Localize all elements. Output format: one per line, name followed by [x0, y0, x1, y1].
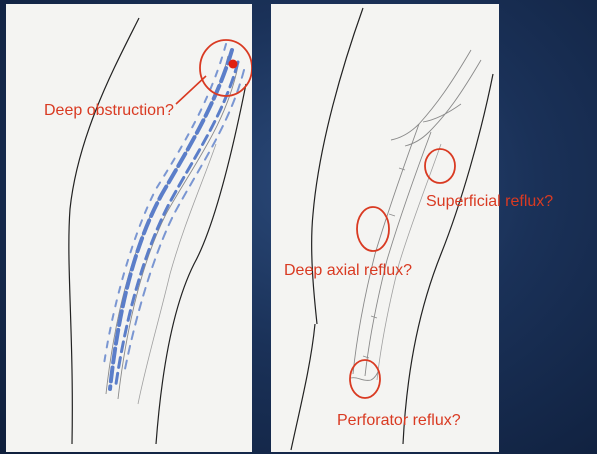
deep-axial-reflux-label: Deep axial reflux?	[284, 262, 412, 280]
superficial-vein-branch-2	[405, 60, 481, 146]
leg-outline-back	[69, 18, 139, 444]
right-diagram-panel	[271, 4, 499, 452]
leg-outline-front	[156, 84, 246, 444]
deep-obstruction-label: Deep obstruction?	[44, 102, 174, 120]
left-leg-illustration	[6, 4, 252, 452]
leg-outline-front	[403, 74, 493, 444]
right-leg-illustration	[271, 4, 499, 452]
superficial-reflux-label: Superficial reflux?	[426, 193, 553, 211]
superficial-reflux-circle	[425, 149, 455, 183]
calf-outline	[291, 324, 315, 450]
deep-axial-reflux-circle	[357, 207, 389, 251]
perforator-reflux-circle	[350, 360, 380, 398]
left-diagram-panel	[6, 4, 252, 452]
deep-vein-outline	[353, 124, 419, 374]
obstruction-dot	[229, 60, 238, 69]
obstruction-pointer-line	[176, 76, 206, 104]
perforator-reflux-label: Perforator reflux?	[337, 412, 461, 430]
